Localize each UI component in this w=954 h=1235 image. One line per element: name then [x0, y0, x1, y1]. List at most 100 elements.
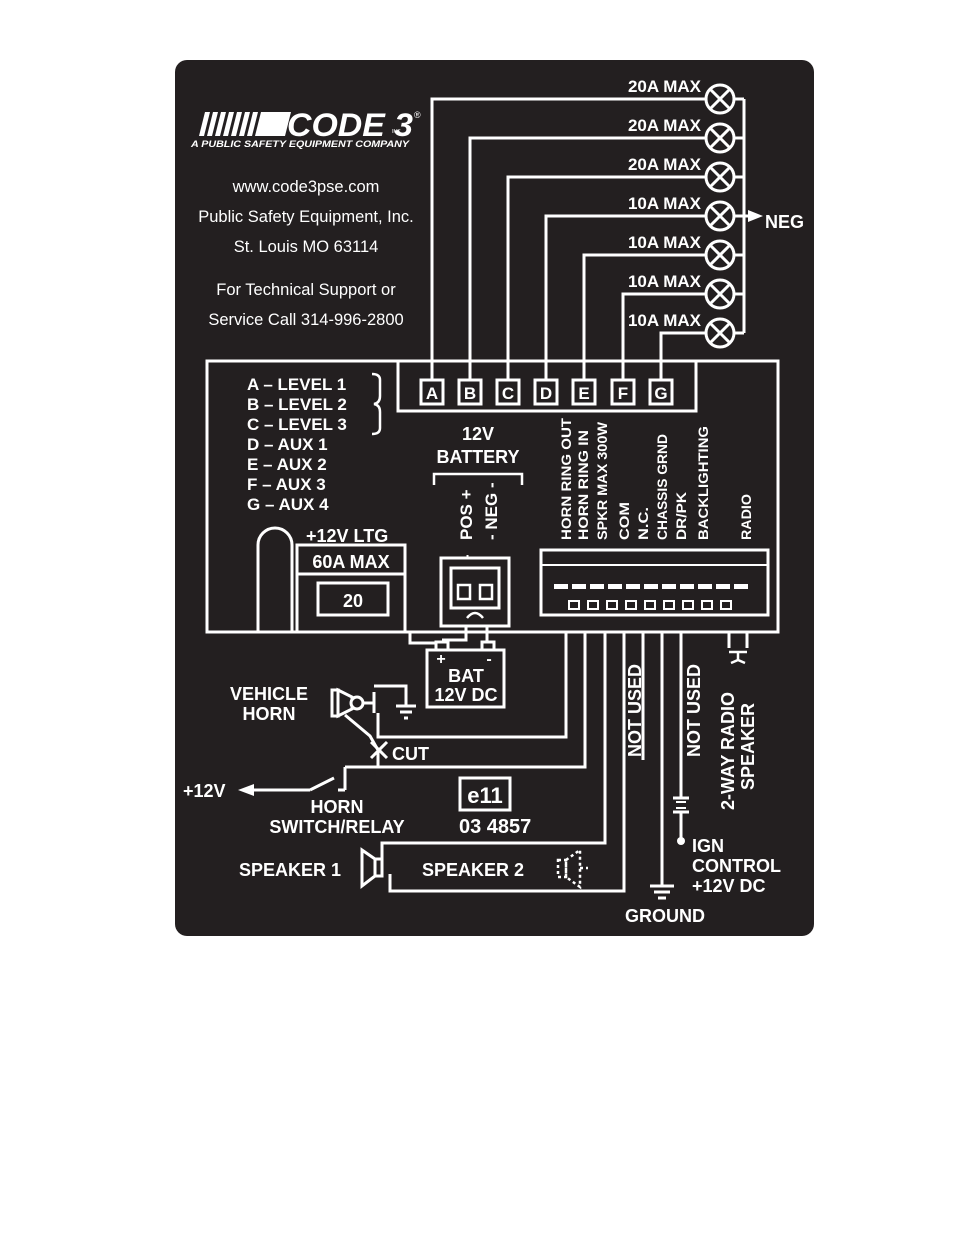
battery-label-line1: 12V: [462, 424, 494, 444]
ign-label-line1: IGN: [692, 836, 724, 856]
lighting-label-line2: 60A MAX: [312, 552, 389, 572]
output-terminal-c: [495, 378, 521, 406]
output-terminal-e: [571, 378, 597, 406]
output-rating-a: 20A MAX: [628, 77, 702, 96]
radio-brace-icon: [729, 650, 747, 665]
vehicle-horn-label-line1: VEHICLE: [230, 684, 308, 704]
logo-text: CODE 3: [287, 107, 413, 143]
battery-icon: [425, 640, 506, 709]
neg-label: NEG: [765, 212, 804, 232]
terminal-block: [539, 548, 770, 617]
field-wiring: [345, 632, 749, 893]
vehicle-horn-icon: [330, 684, 408, 719]
lamp-icon: [704, 83, 736, 115]
terminal-pins: [554, 584, 748, 589]
terminal-label-dr-pk: DR/PK: [673, 492, 689, 540]
ground-label: GROUND: [625, 906, 705, 926]
output-desc-e: E – AUX 2: [247, 455, 327, 474]
output-terminal-b: [457, 378, 483, 406]
lamp-icon: [704, 161, 736, 193]
not-used-label-nc: NOT USED: [625, 664, 645, 757]
bat-plus: +: [436, 651, 445, 668]
e-mark: e11: [467, 783, 503, 808]
output-letter-e: E: [578, 384, 589, 403]
bat-label: BAT: [448, 666, 484, 686]
battery-neg-label: - NEG -: [482, 482, 501, 540]
output-terminal-a: [419, 378, 445, 406]
company-city: St. Louis MO 63114: [234, 238, 379, 256]
output-letter-b: B: [464, 384, 476, 403]
logo-tagline: A PUBLIC SAFETY EQUIPMENT COMPANY: [190, 139, 411, 150]
output-rating-c: 20A MAX: [628, 155, 702, 174]
output-rating-g: 10A MAX: [628, 311, 702, 330]
output-letter-g: G: [654, 384, 667, 403]
terminal-label-horn-ring-in: HORN RING IN: [575, 430, 591, 540]
bat-voltage: 12V DC: [434, 685, 497, 705]
output-rating-f: 10A MAX: [628, 272, 702, 291]
output-rating-e: 10A MAX: [628, 233, 702, 252]
ign-label-line2: CONTROL: [692, 856, 781, 876]
battery-pos-label: POS +: [457, 489, 476, 540]
company-website: www.code3pse.com: [232, 178, 380, 196]
logo-stripes-icon: [199, 112, 291, 136]
terminal-tabs: [568, 600, 732, 610]
terminal-label-horn-ring-out: HORN RING OUT: [558, 418, 574, 540]
output-terminal-f: [610, 378, 636, 406]
output-letter-f: F: [618, 384, 628, 403]
code3-logo: CODE 3 ® INC. A PUBLIC SAFETY EQUIPMENT …: [190, 107, 421, 150]
output-desc-g: G – AUX 4: [247, 495, 329, 514]
plus12v-arrow-icon: [238, 784, 254, 796]
horn-switch-label-line1: HORN: [311, 797, 364, 817]
vehicle-horn-label-line2: HORN: [243, 704, 296, 724]
terminal-label-chassis-grnd: CHASSIS GRND: [654, 434, 670, 540]
radio-label-line2: SPEAKER: [738, 703, 758, 790]
terminal-label-nc: N.C.: [635, 507, 651, 540]
support-line1: For Technical Support or: [216, 281, 396, 299]
lamp-icon: [704, 239, 736, 271]
output-terminal-g: [648, 378, 674, 406]
output-letter-c: C: [502, 384, 514, 403]
terminal-label-radio: RADIO: [738, 494, 754, 540]
radio-label-line1: 2-WAY RADIO: [718, 692, 738, 810]
fuse-icon: [316, 581, 390, 617]
neg-arrow-icon: [748, 210, 763, 222]
lamp-icon: [704, 317, 736, 349]
horn-cut-label: CUT: [392, 744, 429, 764]
ground-icon: [650, 884, 674, 900]
e-mark-box: [458, 776, 512, 812]
speaker2-label: SPEAKER 2: [422, 860, 524, 880]
lamp-icon: [704, 200, 736, 232]
output-letter-d: D: [540, 384, 552, 403]
speaker1-icon: [360, 847, 384, 890]
company-name: Public Safety Equipment, Inc.: [198, 208, 414, 226]
lamp-icon: [704, 278, 736, 310]
ign-switch-icon: [673, 796, 689, 814]
ign-label-line3: +12V DC: [692, 876, 766, 896]
lighting-feed: [256, 526, 407, 634]
horn-cut-wire: [344, 713, 389, 767]
fuse-rating: 20: [343, 591, 363, 611]
terminal-label-com: COM: [616, 502, 632, 540]
output-rating-d: 10A MAX: [628, 194, 702, 213]
terminal-label-spkr: SPKR MAX 300W: [594, 421, 610, 540]
speaker2-icon: [556, 847, 588, 890]
lamp-symbols: [704, 83, 736, 349]
output-desc-a: A – LEVEL 1: [247, 375, 346, 394]
ign-terminal-icon: [677, 837, 685, 845]
logo-reg-mark: ®: [414, 110, 421, 120]
output-desc-d: D – AUX 1: [247, 435, 328, 454]
output-rating-b: 20A MAX: [628, 116, 702, 135]
battery-bracket: [432, 472, 524, 485]
terminal-label-backlighting: BACKLIGHTING: [695, 426, 711, 540]
level-brace-icon: [371, 372, 382, 436]
output-terminal-d: [533, 378, 559, 406]
horn-ground-icon: [396, 704, 416, 720]
logo-inc-mark: INC.: [392, 129, 402, 135]
speaker1-label: SPEAKER 1: [239, 860, 341, 880]
output-desc-c: C – LEVEL 3: [247, 415, 347, 434]
output-wires: [430, 97, 748, 380]
not-used-label-drpk: NOT USED: [684, 664, 704, 757]
support-line2: Service Call 314-996-2800: [208, 311, 403, 329]
output-terminal-strip: [396, 359, 698, 413]
